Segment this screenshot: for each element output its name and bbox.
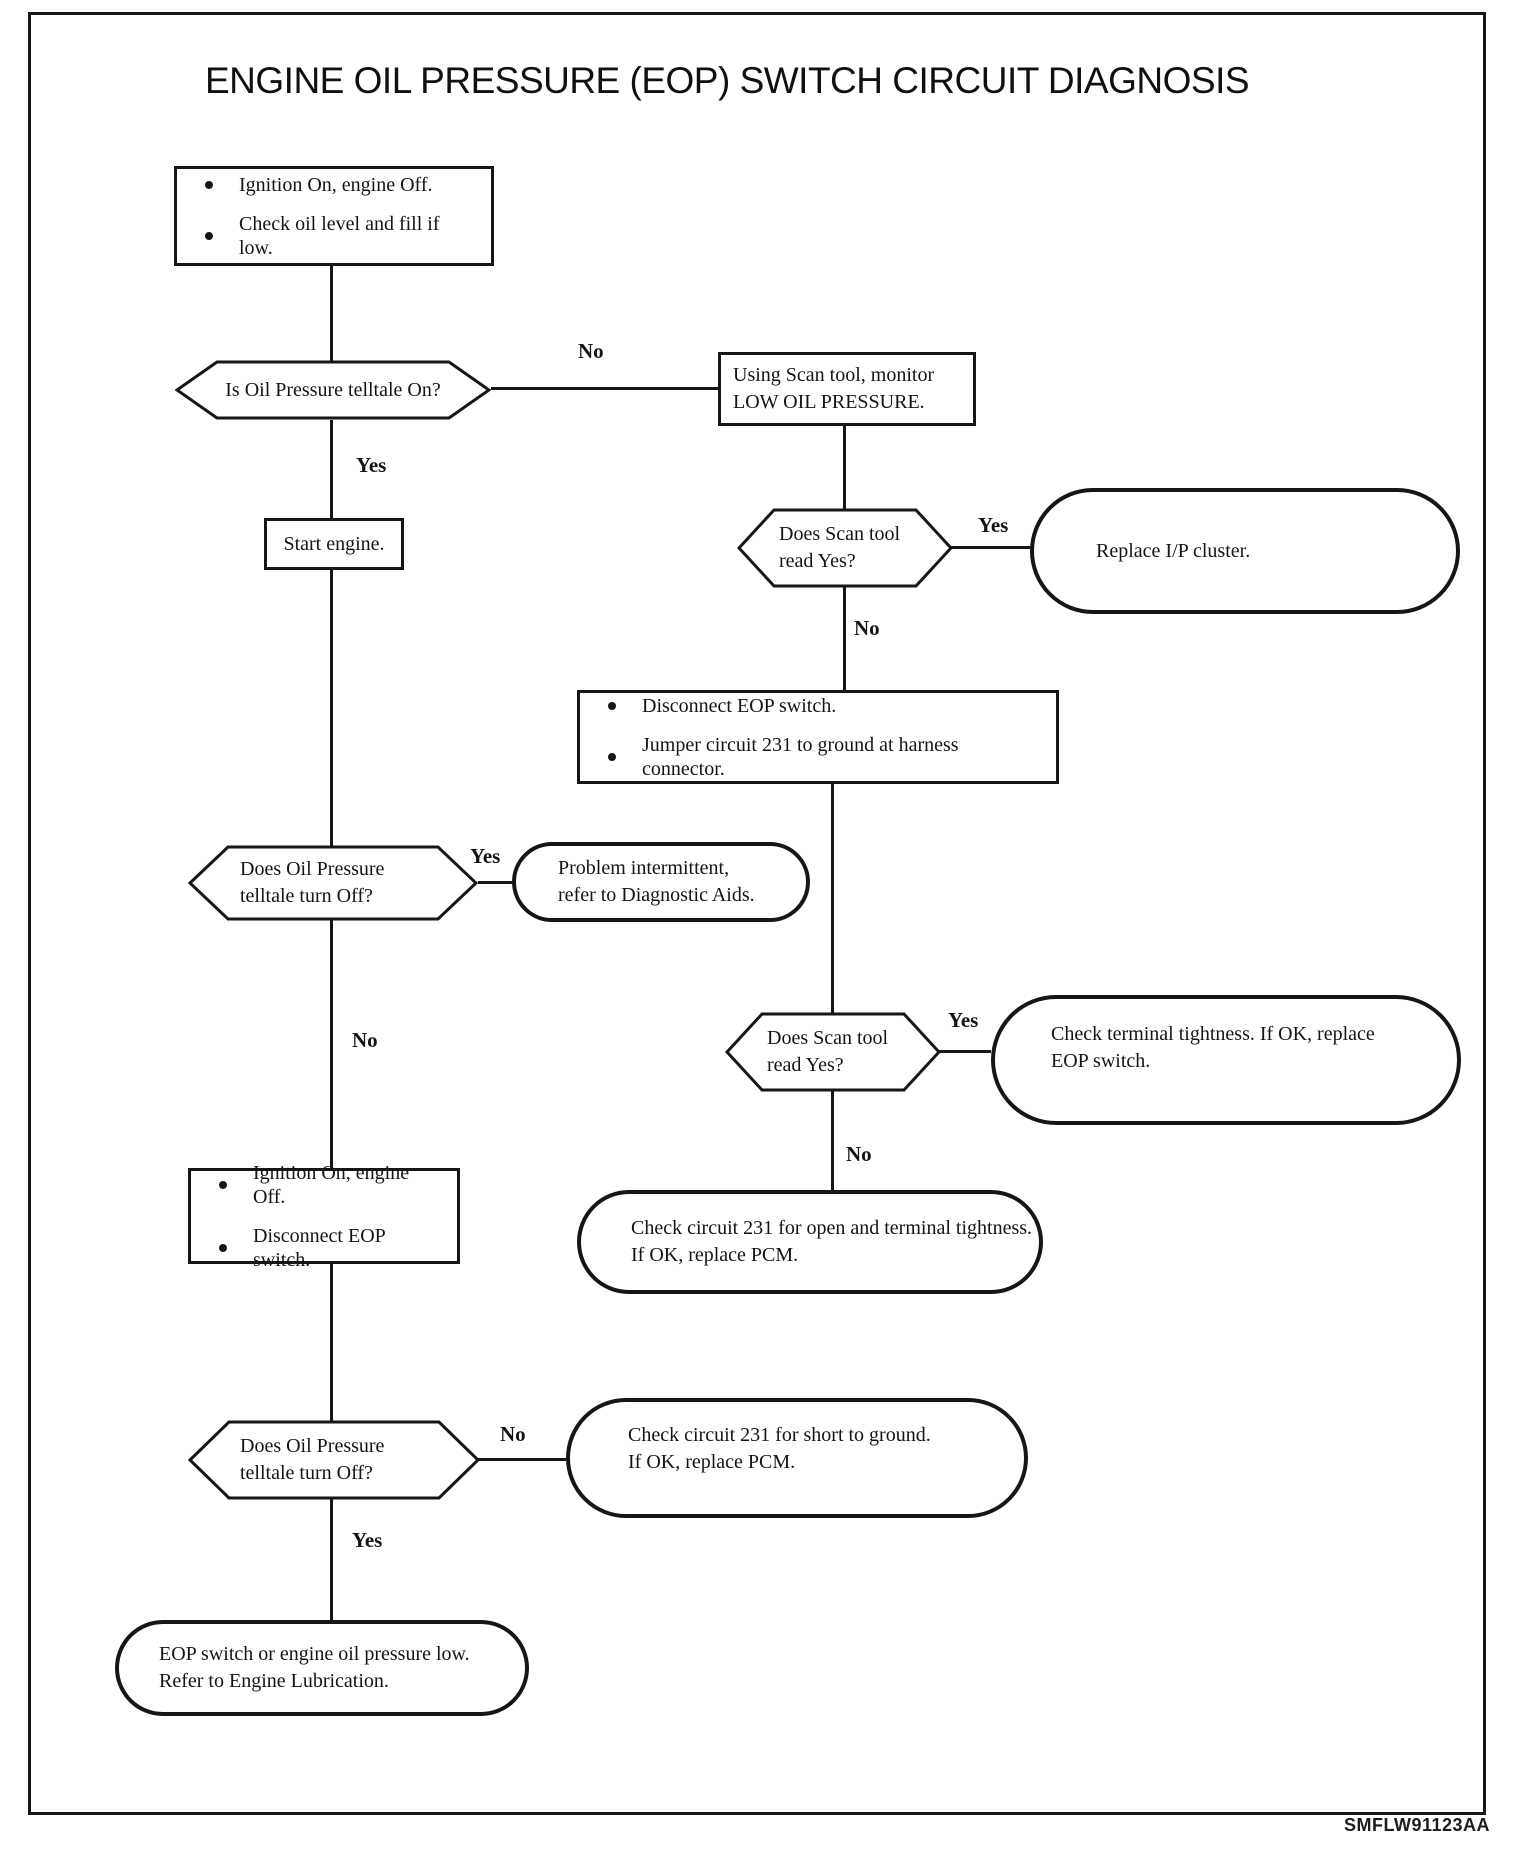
terminal-text: Check terminal tightness. If OK, replace [1051,1023,1375,1045]
terminal-text: Check circuit 231 for short to ground. [628,1424,931,1446]
terminal-text: If OK, replace PCM. [631,1244,799,1266]
connector-start-to-telltale [330,266,333,362]
terminal-text: If OK, replace PCM. [628,1451,796,1473]
decision-text: Does Scan tool [779,523,901,545]
bullet-row: Jumper circuit 231 to ground at harness … [594,733,1042,781]
bullet-row: Ignition On, engine Off. [205,1161,443,1209]
hexagon-shape [175,360,491,420]
decision-text: Does Oil Pressure [240,858,385,880]
connector-no-to-scan-monitor [491,387,718,390]
bullet-icon [205,180,213,189]
process-ignition-disconnect: Ignition On, engine Off. Disconnect EOP … [188,1162,460,1271]
edge-label-no: No [846,1142,872,1166]
bullet-row: Disconnect EOP switch. [205,1224,443,1272]
hexagon-shape [737,508,953,588]
hexagon-shape [725,1012,941,1092]
decision-scan-read-yes-2: Does Scan tool read Yes? [725,1012,941,1092]
connector-yes-to-problem-intermittent [478,881,512,884]
decision-text: Does Scan tool [767,1027,889,1049]
page-border [28,12,1486,1815]
terminal-text: EOP switch. [1051,1050,1151,1072]
terminal-text: refer to Diagnostic Aids. [558,884,755,906]
connector-to-telltale-off-2 [330,1263,333,1422]
connector-no-to-check-short [478,1458,566,1461]
bullet-text: Ignition On, engine Off. [253,1161,410,1208]
edge-label-no: No [500,1422,526,1446]
connector-yes-to-eop-low [330,1498,333,1622]
process-scan-monitor: Using Scan tool, monitor LOW OIL PRESSUR… [718,352,976,426]
bullet-row: Check oil level and fill if low. [191,212,477,260]
bullet-icon [219,1243,227,1252]
edge-label-no: No [578,339,604,363]
bullet-text: Disconnect EOP switch. [253,1224,386,1271]
hexagon-shape [188,845,478,921]
bullet-icon [608,701,616,710]
process-start-engine: Start engine. [264,518,404,570]
connector-no-to-disconnect-jumper [843,586,846,692]
bullet-row: Ignition On, engine Off. [191,173,477,197]
terminal-text: Problem intermittent, [558,857,730,879]
decision-text: read Yes? [779,550,856,572]
bullet-text: Check oil level and fill if low. [239,212,440,259]
terminal-check-circuit-open: Check circuit 231 for open and terminal … [577,1190,1043,1294]
connector-yes-to-replace-cluster [951,546,1031,549]
terminal-check-terminal-tightness: Check terminal tightness. If OK, replace… [991,995,1461,1125]
terminal-problem-intermittent: Problem intermittent, refer to Diagnosti… [512,842,810,922]
process-text: Start engine. [283,532,385,555]
edge-label-yes: Yes [948,1008,979,1032]
terminal-text: Check circuit 231 for open and terminal … [631,1217,1033,1239]
connector-scan-monitor-to-decision [843,426,846,510]
edge-label-yes: Yes [356,453,387,477]
document-code: SMFLW91123AA [1344,1815,1491,1835]
terminal-text: Refer to Engine Lubrication. [159,1670,389,1692]
connector-yes-to-start-engine [330,420,333,520]
decision-telltale-off-1: Does Oil Pressure telltale turn Off? [188,845,478,921]
bullet-icon [608,752,616,761]
decision-telltale-on: Is Oil Pressure telltale On? [175,360,491,420]
decision-telltale-off-2: Does Oil Pressure telltale turn Off? [188,1420,480,1500]
bullet-text: Disconnect EOP switch. [642,694,837,717]
edge-label-no: No [352,1028,378,1052]
terminal-text: Replace I/P cluster. [1096,539,1251,562]
terminal-eop-low: EOP switch or engine oil pressure low. R… [115,1620,529,1716]
connector-yes-to-check-terminal [939,1050,991,1053]
bullet-text: Jumper circuit 231 to ground at harness … [642,733,959,780]
bullet-icon [219,1180,227,1189]
process-text: Using Scan tool, monitor [733,364,935,386]
edge-label-yes: Yes [978,513,1009,537]
process-start-checks: Ignition On, engine Off. Check oil level… [174,166,494,266]
bullet-text: Ignition On, engine Off. [239,173,433,196]
hexagon-shape [188,1420,480,1500]
decision-text: Is Oil Pressure telltale On? [225,378,441,401]
process-text: LOW OIL PRESSURE. [733,391,925,413]
edge-label-no: No [854,616,880,640]
decision-text: Does Oil Pressure [240,1435,385,1457]
edge-label-yes: Yes [352,1528,383,1552]
connector-no-to-ignition-disconnect [330,919,333,1169]
page-title: ENGINE OIL PRESSURE (EOP) SWITCH CIRCUIT… [205,60,1250,101]
connector-disconnect-jumper-to-decision [831,782,834,1014]
terminal-replace-cluster: Replace I/P cluster. [1030,488,1460,614]
terminal-text: EOP switch or engine oil pressure low. [159,1643,470,1665]
connector-start-engine-to-telltale-off [330,568,333,847]
decision-text: telltale turn Off? [240,1462,373,1484]
process-disconnect-jumper: Disconnect EOP switch. Jumper circuit 23… [577,690,1059,784]
decision-text: read Yes? [767,1054,844,1076]
bullet-row: Disconnect EOP switch. [594,694,1042,718]
edge-label-yes: Yes [470,844,501,868]
bullet-icon [205,231,213,240]
terminal-check-circuit-short: Check circuit 231 for short to ground. I… [566,1398,1028,1518]
decision-scan-read-yes-1: Does Scan tool read Yes? [737,508,953,588]
decision-text: telltale turn Off? [240,885,373,907]
connector-no-to-check-open [831,1090,834,1192]
